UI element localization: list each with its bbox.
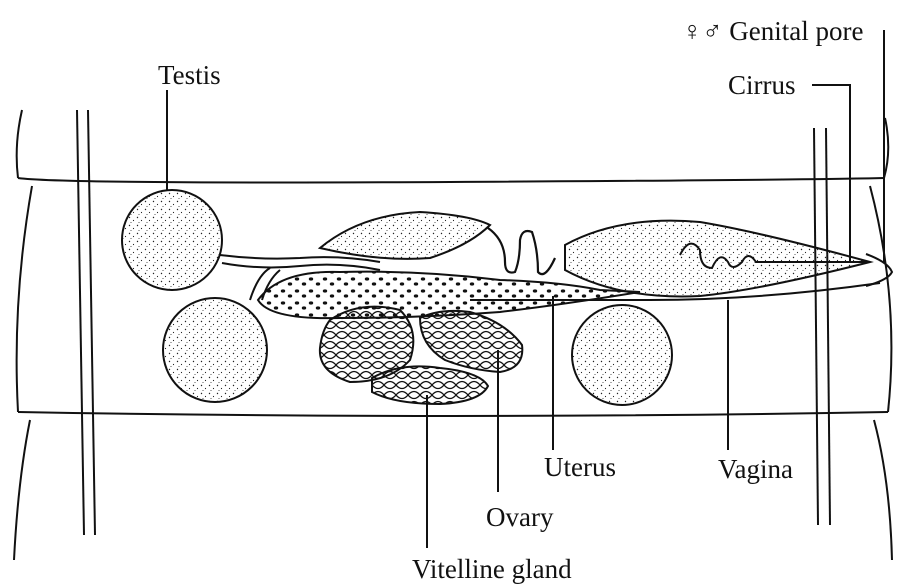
label-cirrus: Cirrus [728, 72, 796, 99]
sperm-duct-coil [488, 228, 555, 274]
label-vitelline-gland: Vitelline gland [412, 556, 572, 583]
seminal-vesicle [320, 212, 490, 259]
label-vagina: Vagina [718, 456, 793, 483]
ovary-organ [420, 311, 522, 372]
vitelline-gland-organ [372, 366, 488, 404]
label-genital-pore: ♀♂ Genital pore [682, 18, 863, 45]
label-testis: Testis [158, 62, 221, 89]
label-uterus: Uterus [544, 454, 616, 481]
label-ovary: Ovary [486, 504, 553, 531]
